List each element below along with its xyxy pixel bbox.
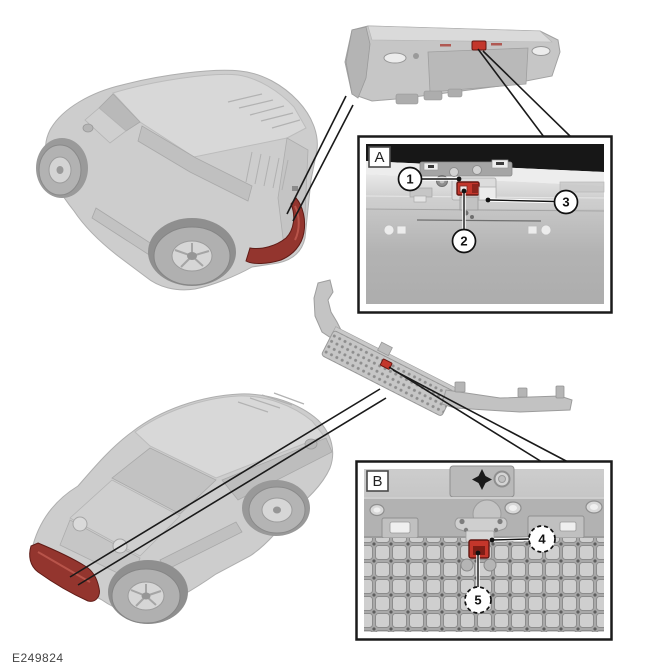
vehicle-front-side-glass (221, 437, 333, 501)
vehicle-rear-view (36, 69, 318, 291)
rear-bumper-clip-red (471, 40, 487, 51)
vehicle-rear-mirror (82, 123, 94, 133)
callout-2-number: 2 (460, 234, 467, 249)
grille-clip-red (380, 358, 393, 370)
vehicle-front-bumper-highlight-shine (37, 551, 91, 583)
callout-1-circle (397, 166, 423, 192)
vehicle-front-rear-wheel (242, 480, 310, 536)
callout-4-circle (528, 525, 556, 553)
callout-1-dot (456, 176, 462, 182)
detail-a-seam-line (416, 219, 542, 222)
callout-5-dot (475, 550, 481, 556)
vehicle-rear-front-wheel (36, 138, 88, 198)
front-grille-assembly (313, 279, 573, 416)
detail-b-label: B (372, 473, 382, 490)
vehicle-front-view (29, 392, 334, 624)
vehicle-rear-quarter-ribs (245, 151, 289, 191)
detail-a-left-clip (413, 195, 427, 203)
detail-box-b: B 4 5 (355, 460, 613, 641)
detail-a-right-shelf (559, 181, 605, 193)
detail-a-black-band (366, 144, 604, 172)
vehicle-rear-hood (84, 107, 127, 144)
leader-lines (69, 48, 572, 586)
detail-b-right-tab-slot (559, 521, 577, 532)
rear-bumper-recess (427, 47, 529, 93)
rear-bumper-left-lamp-slot (383, 52, 407, 64)
detail-a-upper-clip-right-slot (496, 162, 504, 165)
leader-grille-clip-to-box-b-2 (392, 369, 569, 463)
callout-4: 4 (489, 525, 556, 553)
callout-5-circle (464, 586, 492, 614)
leader-grille-to-vehicle-2 (77, 397, 387, 586)
grille-left-bracket (313, 279, 343, 341)
vehicle-front-front-wheel (108, 560, 188, 624)
detail-a-square-left (396, 225, 407, 235)
grille-arm-brackets (454, 381, 565, 399)
rear-bumper-top-face (367, 25, 553, 43)
leader-grille-to-vehicle-1 (69, 388, 381, 578)
callout-3: 3 (485, 189, 579, 215)
fastener-arrow-icon (472, 469, 492, 490)
detail-b-left-tab-slot (389, 521, 411, 534)
callout-3-number: 3 (562, 195, 569, 210)
vehicle-front-roof (134, 395, 325, 479)
detail-a-square-right (527, 225, 538, 235)
vehicle-front-roof-ribs (237, 392, 305, 413)
callout-3-circle (553, 189, 579, 215)
rear-bumper-assembly (344, 25, 561, 105)
detail-a-hole-right (540, 224, 552, 236)
callout-5: 5 (464, 550, 492, 614)
figure-code: E249824 (12, 651, 64, 665)
leader-rear-bumper-to-vehicle-2 (292, 104, 354, 222)
leader-grille-clip-to-box-b-1 (388, 366, 543, 463)
detail-a-label-box (368, 146, 391, 168)
vehicle-rear-side-glass (137, 125, 253, 202)
grille-top-tab (377, 341, 393, 357)
detail-a-upper-bracket (419, 161, 513, 177)
leader-rear-clip-to-box-a-1 (477, 48, 545, 138)
callout-1: 1 (397, 166, 462, 192)
callout-4-dot (489, 537, 495, 543)
vehicle-front-hood (69, 479, 181, 557)
detail-a-hole-left (383, 224, 395, 236)
detail-b-oval-slots (369, 500, 603, 517)
detail-a-screw-left (449, 167, 459, 177)
callout-2-circle (451, 228, 477, 254)
detail-a-label: A (374, 149, 384, 166)
detail-b-foot-left (460, 558, 474, 572)
callout-4-number: 4 (538, 532, 546, 547)
detail-a-screw-right (472, 165, 482, 175)
callout-3-dot (485, 197, 491, 203)
vehicle-rear-taillight (292, 186, 298, 191)
detail-a-retainer-dark (472, 184, 478, 193)
grille-right-arm (441, 389, 573, 413)
callout-1-number: 1 (406, 172, 413, 187)
leader-rear-bumper-to-vehicle-1 (286, 95, 347, 215)
rear-bumper-lower-tabs (395, 88, 463, 105)
callout-5-number: 5 (474, 593, 481, 608)
detail-a-upper-clip-left-slot (428, 165, 434, 168)
vehicle-rear-roof-ribs (227, 93, 301, 129)
detail-a-lower-screw-2 (470, 215, 474, 219)
rear-bumper-right-lamp-slot (531, 46, 551, 56)
rear-bumper-gasket-left (440, 44, 451, 47)
rear-bumper-gasket-right (491, 43, 502, 46)
detail-b-clip-red-inner (473, 546, 485, 555)
leader-rear-clip-to-box-a-2 (482, 50, 572, 138)
detail-b-foot-right (483, 558, 497, 572)
detail-b-label-box (366, 470, 389, 492)
vehicle-front-windshield (111, 447, 217, 515)
grille-mesh-perforation (322, 331, 454, 416)
rear-bumper-end-cap (345, 26, 371, 99)
vehicle-front-headlight-left (72, 516, 88, 532)
vehicle-rear-bumper-highlight (245, 197, 306, 264)
rear-bumper-sensor-hole (413, 53, 419, 59)
vehicle-rear-bumper-highlight-shine (294, 205, 300, 241)
callout-2-dot (461, 188, 467, 194)
detail-box-a: A 1 2 3 (357, 135, 613, 314)
callout-2: 2 (451, 188, 477, 254)
detail-b-grommet-center (498, 475, 506, 483)
vehicle-rear-rear-wheel (148, 218, 236, 286)
